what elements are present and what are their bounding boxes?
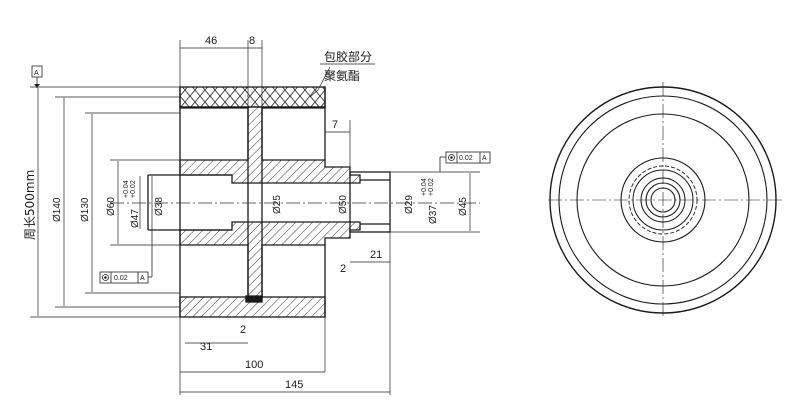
dim-phi47-tol-lower: +0.02 [130, 180, 137, 198]
callout-line1: 包胶部分 [324, 49, 372, 64]
dim-phi130: Ø130 [80, 197, 91, 222]
end-view [548, 82, 782, 318]
dim-phi38: Ø38 [154, 197, 165, 216]
dim-phi45: Ø45 [458, 197, 469, 216]
dim-7: 7 [332, 119, 338, 131]
datum-a: A [31, 65, 43, 88]
svg-text:A: A [34, 70, 39, 77]
dim-phi47-tol-upper: +0.04 [123, 180, 130, 198]
dim-145: 145 [285, 379, 303, 391]
dim-phi50: Ø50 [338, 195, 349, 214]
outer-circle [549, 86, 777, 314]
dim-8: 8 [249, 35, 255, 47]
svg-text:0.02: 0.02 [459, 155, 473, 162]
dim-phi37-tol-lower: +0.02 [428, 178, 435, 196]
polyurethane-layer-top [179, 86, 326, 108]
dim-2-bottom: 2 [240, 324, 246, 336]
tolerance-frame-left: 0.02 A [99, 229, 153, 284]
extension-lines [30, 40, 480, 395]
callout-line2: 聚氨酯 [324, 69, 360, 83]
dim-phi25: Ø25 [272, 195, 283, 214]
dim-phi37-tol-upper: +0.04 [421, 178, 428, 196]
tolerance-frame-right: 0.02 A [439, 151, 491, 172]
dim-21: 21 [370, 249, 382, 261]
dim-31: 31 [200, 341, 212, 353]
dim-2-right: 2 [340, 263, 346, 275]
dim-phi47: Ø47 [130, 209, 141, 228]
hub-section-bottom [179, 221, 361, 298]
svg-text:A: A [140, 275, 145, 282]
dim-46: 46 [205, 35, 217, 47]
dim-phi29: Ø29 [404, 195, 415, 214]
dimension-lines [37, 47, 471, 393]
dim-100: 100 [245, 359, 263, 371]
svg-text:A: A [482, 155, 487, 162]
section-view [147, 86, 391, 318]
dim-phi140: Ø140 [52, 197, 63, 222]
svg-text:0.02: 0.02 [114, 275, 128, 282]
dim-circumference: 周长500mm [23, 170, 37, 240]
dim-phi60: Ø60 [106, 197, 117, 216]
dim-phi37: Ø37 [428, 205, 439, 224]
